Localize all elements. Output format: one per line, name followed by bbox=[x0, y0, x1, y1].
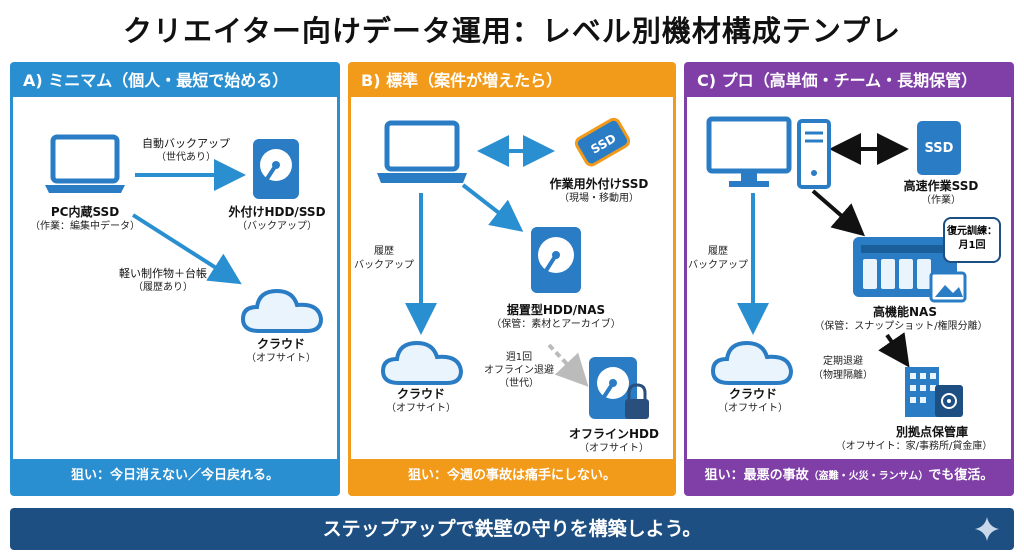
footer-c-end: でも復活。 bbox=[928, 468, 994, 483]
hard-drive-icon bbox=[531, 227, 581, 293]
offline-hdd-label: オフラインHDD bbox=[569, 427, 659, 441]
panel-standard: B) 標準（案件が増えたら） SSD 作業用外付けSSD （現場・移動用） 履歴… bbox=[348, 62, 676, 496]
svg-text:SSD: SSD bbox=[925, 141, 954, 156]
cloud-sub: （オフサイト） bbox=[386, 403, 456, 414]
arrow-nas-to-offline bbox=[547, 343, 589, 387]
arrow-nas-to-vault bbox=[878, 332, 910, 368]
laptop-icon bbox=[377, 120, 467, 183]
weekly-offline-label: 週1回オフライン退避（世代） bbox=[484, 352, 554, 389]
history-label: 履歴バックアップ bbox=[354, 246, 414, 271]
cloud-label: クラウド bbox=[396, 387, 445, 401]
offline-hdd-sub: （オフサイト） bbox=[579, 443, 649, 454]
panel-b-header: B) 標準（案件が増えたら） bbox=[351, 65, 673, 97]
panel-a-footer: 狙い：今日消えない／今日戻れる。 bbox=[13, 459, 337, 493]
pc-ssd-label: PC内蔵SSD bbox=[50, 205, 120, 219]
offline-hdd-icon bbox=[589, 357, 649, 419]
panel-c-arrows bbox=[737, 133, 910, 368]
panel-c-header: C) プロ（高単価・チーム・長期保管） bbox=[687, 65, 1011, 97]
page-title: クリエイター向けデータ運用：レベル別機材構成テンプレ bbox=[123, 14, 901, 48]
panel-c-footer: 狙い：最悪の事故（盗難・火災・ランサム）でも復活。 bbox=[687, 459, 1011, 493]
cloud-label: クラウド bbox=[256, 337, 305, 351]
footer-c-small: （盗難・火災・ランサム） bbox=[808, 471, 929, 482]
cloud-icon bbox=[710, 340, 794, 385]
work-ssd-sub: （現場・移動用） bbox=[559, 193, 639, 204]
panel-pro: C) プロ（高単価・チーム・長期保管） SSD 高速作業SSD （作業） 履歴バ… bbox=[684, 62, 1014, 496]
arrow-pc-to-cloud bbox=[131, 213, 242, 285]
nas-sub: （保管：スナップショット/権限分離） bbox=[814, 321, 988, 332]
history-label: 履歴バックアップ bbox=[688, 246, 748, 271]
cloud-label: クラウド bbox=[728, 387, 777, 401]
external-hdd-sub: （バックアップ） bbox=[237, 221, 317, 232]
auto-backup-label: 自動バックアップ bbox=[142, 137, 230, 150]
nas-icon bbox=[853, 237, 967, 303]
pc-ssd-sub: （作業：編集中データ） bbox=[30, 221, 140, 232]
cloud-sub: （オフサイト） bbox=[246, 353, 316, 364]
work-ssd-label: 作業用外付けSSD bbox=[549, 177, 649, 191]
banner-text: ステップアップで鉄壁の守りを構築しよう。 bbox=[322, 518, 702, 540]
cloud-icon bbox=[380, 340, 464, 385]
footer-c-main: 狙い：最悪の事故 bbox=[704, 468, 809, 483]
panel-minimum: A) ミニマム（個人・最短で始める） PC内蔵SSD （作業：編集中データ） 自… bbox=[10, 62, 340, 496]
cloud-sub: （オフサイト） bbox=[718, 403, 788, 414]
building-vault-icon bbox=[905, 367, 963, 417]
light-work-label: 軽い制作物＋台帳 bbox=[119, 267, 207, 280]
bottom-banner: ステップアップで鉄壁の守りを構築しよう。 bbox=[10, 508, 1014, 550]
fast-ssd-sub: （作業） bbox=[921, 195, 961, 206]
restore-drill-badge: 復元訓練：月1回 bbox=[943, 217, 1001, 263]
panel-b-arrows bbox=[405, 135, 589, 387]
nas-label: 高機能NAS bbox=[873, 305, 937, 319]
vault-sub: （オフサイト：家/事務所/貸金庫） bbox=[835, 441, 993, 452]
vault-label: 別拠点保管庫 bbox=[895, 425, 968, 439]
light-work-sub: （履歴あり） bbox=[133, 282, 193, 293]
nas-label: 据置型HDD/NAS bbox=[506, 303, 606, 317]
panel-a-header: A) ミニマム（個人・最短で始める） bbox=[13, 65, 337, 97]
ssd-icon: SSD bbox=[574, 117, 631, 167]
hard-drive-icon bbox=[253, 139, 299, 199]
arrow-workstation-to-nas bbox=[811, 189, 866, 237]
panel-b-footer: 狙い：今週の事故は痛手にしない。 bbox=[351, 459, 673, 493]
laptop-icon bbox=[45, 134, 125, 193]
nas-sub: （保管：素材とアーカイブ） bbox=[491, 319, 621, 330]
auto-backup-sub: （世代あり） bbox=[156, 152, 216, 163]
periodic-offsite-label: 定期退避（物理隔離） bbox=[813, 356, 873, 381]
cloud-icon bbox=[240, 288, 324, 333]
ssd-icon: SSD bbox=[917, 121, 961, 175]
arrow-pc-to-nas bbox=[461, 183, 524, 232]
fast-ssd-label: 高速作業SSD bbox=[903, 179, 979, 193]
workstation-icon bbox=[706, 116, 831, 189]
external-hdd-label: 外付けHDD/SSD bbox=[228, 205, 326, 219]
panel-a-arrows bbox=[131, 159, 246, 285]
sparkle-icon bbox=[975, 517, 999, 541]
